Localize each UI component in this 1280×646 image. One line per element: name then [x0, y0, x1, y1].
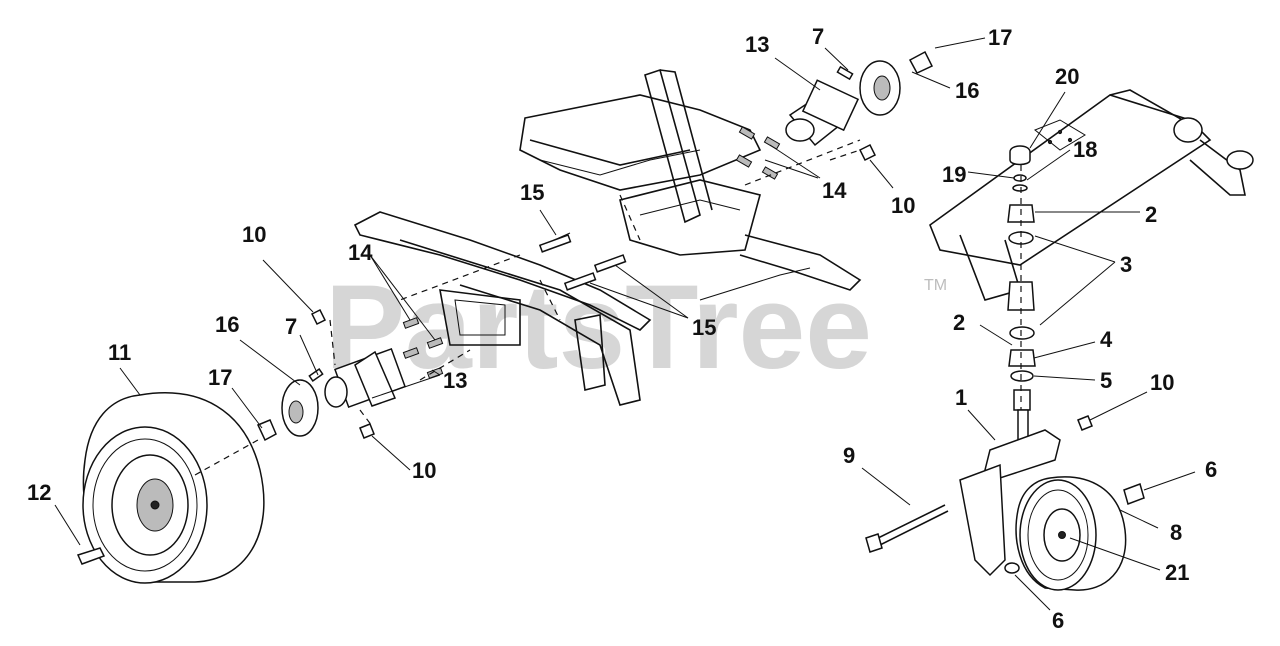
callout-10-mid: 10	[242, 222, 266, 247]
rear-tire	[76, 392, 265, 584]
callout-14-mid: 14	[348, 240, 373, 265]
upper-axle-assembly	[735, 50, 934, 186]
callout-9: 9	[843, 443, 855, 468]
caster-spindle-parts	[1007, 145, 1036, 420]
callout-7-mid: 7	[285, 314, 297, 339]
callout-21: 21	[1165, 560, 1189, 585]
callout-11: 11	[108, 340, 131, 365]
callout-18: 18	[1073, 137, 1097, 162]
callout-17: 17	[988, 25, 1012, 50]
callout-13: 13	[745, 32, 769, 57]
callout-5: 5	[1100, 368, 1112, 393]
callout-8: 8	[1170, 520, 1182, 545]
callout-14: 14	[822, 178, 847, 203]
callout-17-mid: 17	[208, 365, 232, 390]
callout-6-lower: 6	[1052, 608, 1064, 633]
callout-6: 6	[1205, 457, 1217, 482]
callout-12: 12	[27, 480, 51, 505]
callout-2: 2	[1145, 202, 1157, 227]
callout-10: 10	[891, 193, 915, 218]
rear-frame	[519, 68, 862, 301]
leader-lines	[54, 37, 1196, 611]
callout-20: 20	[1055, 64, 1079, 89]
callout-13-mid: 13	[443, 368, 467, 393]
callout-10-lower: 10	[412, 458, 436, 483]
middle-frame	[353, 211, 652, 406]
callout-15: 15	[520, 180, 544, 205]
callout-15-mid: 15	[692, 315, 716, 340]
callout-labels: 13 7 17 20 16 18 19 14 10 2 15 3 10 14 1…	[27, 24, 1217, 633]
watermark-text: PartsTree	[325, 260, 872, 394]
callout-3: 3	[1120, 252, 1132, 277]
callout-4: 4	[1100, 327, 1113, 352]
caster-wheel	[1004, 476, 1145, 591]
callout-16: 16	[955, 78, 979, 103]
caster-fork	[865, 409, 1093, 577]
callout-10-caster: 10	[1150, 370, 1174, 395]
callout-16-mid: 16	[215, 312, 239, 337]
watermark-trademark: TM	[924, 277, 947, 294]
callout-1: 1	[955, 385, 967, 410]
callout-7: 7	[812, 24, 824, 49]
callout-19: 19	[942, 162, 966, 187]
callout-2-lower: 2	[953, 310, 965, 335]
caster-frame	[929, 89, 1254, 301]
